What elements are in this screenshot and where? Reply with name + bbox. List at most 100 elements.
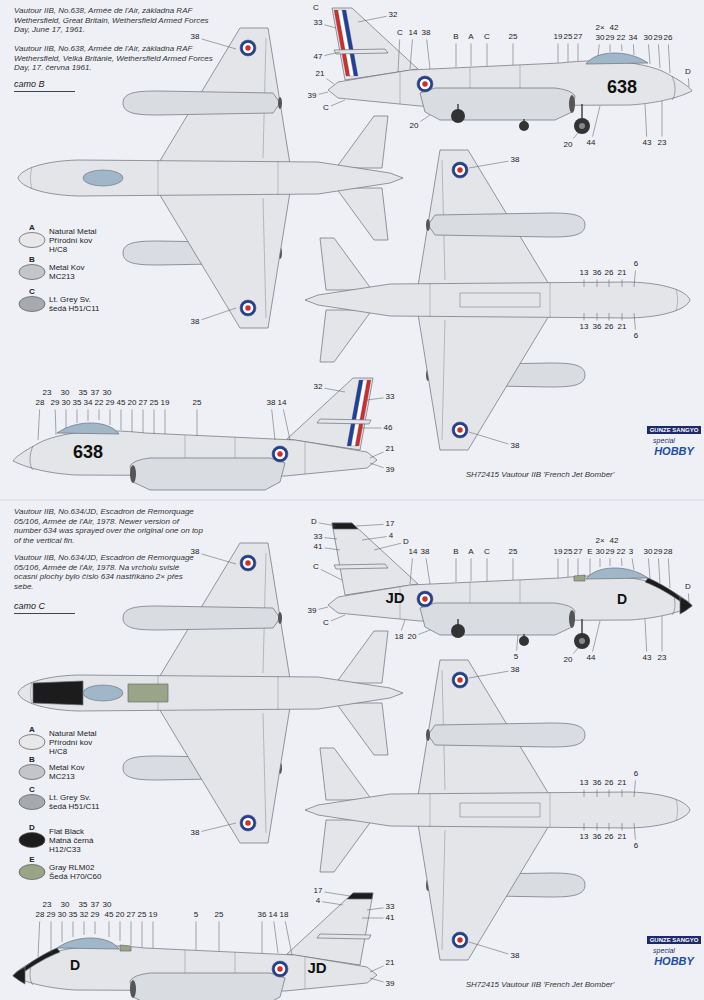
callout-number: 36: [593, 779, 602, 788]
callout-number: 13: [580, 779, 589, 788]
callout-number: 39: [308, 92, 317, 101]
leader-line: [51, 921, 52, 953]
leader-line: [427, 39, 430, 69]
leader-line: [110, 409, 111, 425]
callout-number: 32: [314, 383, 323, 392]
leader-line: [262, 921, 263, 953]
leader-line: [634, 823, 635, 840]
callout-number: 29: [91, 911, 100, 920]
panel: [128, 684, 168, 702]
leader-line: [420, 115, 430, 122]
wing: [158, 192, 290, 328]
leader-line: [513, 558, 514, 580]
callout-number: 38: [422, 29, 431, 38]
leader-line: [370, 452, 384, 458]
callout-number: 42: [610, 537, 619, 546]
wheel-hub: [579, 123, 585, 129]
leader-line: [622, 789, 623, 797]
color-letter: C: [29, 786, 35, 795]
leader-line: [374, 543, 401, 550]
callout-number: 29: [106, 399, 115, 408]
leader-line: [584, 279, 585, 287]
roundel: [452, 672, 468, 688]
callout-number: 13: [580, 323, 589, 332]
callout-number: 34: [84, 399, 93, 408]
callout-number: 19: [554, 33, 563, 42]
leader-line: [398, 39, 400, 72]
callout-number: B: [453, 33, 458, 42]
leader-line: [621, 558, 623, 566]
leader-line: [621, 44, 623, 51]
callout-number: 30: [644, 34, 653, 43]
color-letter: B: [29, 756, 35, 765]
callout-number: 17: [314, 887, 323, 896]
leader-line: [469, 671, 509, 678]
leader-line: [367, 908, 384, 910]
callout-number: 36: [593, 833, 602, 842]
leader-line: [634, 780, 635, 797]
bomb-bay: [460, 803, 540, 817]
aircraft-code: 638: [607, 78, 637, 98]
leader-line: [597, 823, 598, 831]
leader-line: [95, 921, 96, 934]
callout-number: 37: [91, 389, 100, 398]
callout-number: 21: [618, 833, 627, 842]
callout-number: 28: [36, 399, 45, 408]
callout-number: 38: [511, 442, 520, 451]
leader-line: [370, 978, 384, 982]
callout-number: 14: [409, 29, 418, 38]
callout-number: 35: [79, 901, 88, 910]
leader-line: [196, 921, 197, 950]
callout-number: 30: [596, 548, 605, 557]
callout-number: 25: [215, 911, 224, 920]
roundel: [457, 167, 462, 172]
fuselage: [18, 675, 403, 711]
callout-number: 37: [91, 901, 100, 910]
panel-line: [442, 830, 445, 950]
roundel: [240, 40, 256, 56]
canopy: [57, 938, 119, 949]
callout-number: 29: [47, 911, 56, 920]
engine-nacelle: [428, 213, 585, 237]
brand-logo: HOBBY: [654, 955, 694, 967]
swatch-shape: [19, 233, 45, 248]
wheel-hub: [579, 638, 585, 644]
roundel: [452, 162, 468, 178]
leader-line: [324, 388, 345, 392]
radome-tip: [680, 597, 692, 614]
leader-line: [319, 523, 336, 526]
callout-number: 18: [280, 911, 289, 920]
callout-number: 39: [386, 980, 395, 989]
leader-line: [358, 16, 387, 22]
leader-line: [142, 921, 143, 947]
roundel: [455, 675, 466, 686]
caption-text: Vautour IIB, No.634/JD, Escadron de Remo…: [14, 507, 204, 545]
callout-number: D: [685, 68, 691, 77]
leader-line: [362, 537, 387, 540]
leader-line: [469, 161, 509, 168]
leader-line: [578, 558, 579, 576]
rudder-stripe: [347, 380, 363, 446]
leader-line: [487, 558, 488, 581]
callout-number: A: [468, 33, 473, 42]
callout-number: 30: [103, 389, 112, 398]
callout-number: 17: [386, 520, 395, 529]
legend-text: Metal Kov MC213: [49, 263, 107, 281]
callout-number: 33: [386, 393, 395, 402]
callout-number: 6: [634, 260, 638, 269]
leader-line: [38, 409, 40, 440]
callout-number: 38: [421, 548, 430, 557]
roundel: [455, 165, 466, 176]
callout-number: E: [587, 548, 592, 557]
roundel: [457, 677, 462, 682]
leader-line: [487, 43, 488, 66]
callout-number: 20: [564, 656, 573, 665]
callout-number: 14: [269, 911, 278, 920]
callout-number: 25: [564, 548, 573, 557]
kit-title: SH72415 Vautour IIB 'French Jet Bomber': [466, 981, 615, 990]
wheel: [519, 121, 529, 131]
callout-number: 33: [314, 533, 323, 542]
leader-line: [609, 789, 610, 797]
callout-number: C: [313, 563, 319, 572]
callout-number: 47: [314, 53, 323, 62]
